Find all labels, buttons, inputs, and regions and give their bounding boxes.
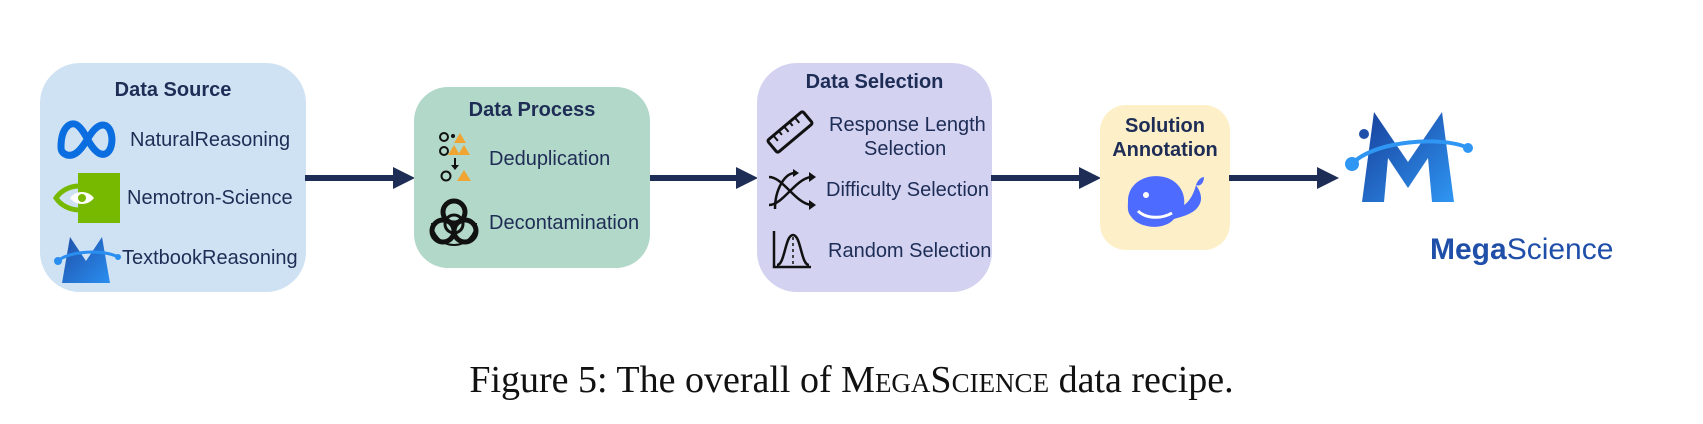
figure-caption: Figure 5: The overall of MegaScience dat…: [0, 358, 1703, 402]
arrow-annotation-to-result: [1229, 167, 1339, 189]
data-process-box: Data Process Deduplication Decontaminati: [414, 87, 650, 268]
brand-part1: Mega: [1430, 233, 1507, 266]
nvidia-logo-icon: [52, 173, 120, 223]
annotation-title-line2: Annotation: [1112, 139, 1218, 161]
solution-annotation-box: Solution Annotation: [1100, 105, 1230, 250]
difficulty-arrows-icon: [768, 169, 816, 210]
caption-suffix: data recipe.: [1049, 359, 1234, 401]
dedup-icon: [439, 132, 471, 182]
selection-item-response-length-2: Selection: [864, 138, 947, 160]
source-item-textbookreasoning: TextbookReasoning: [122, 247, 298, 269]
biohazard-icon: [429, 198, 479, 246]
megascience-wordmark: MegaScience: [1430, 232, 1613, 268]
data-process-title: Data Process: [468, 99, 596, 121]
data-selection-title: Data Selection: [805, 71, 944, 93]
data-source-box: Data Source NaturalReasoning Nemotron-Sc…: [40, 63, 306, 292]
brand-part2: Science: [1506, 233, 1614, 266]
data-selection-box: Data Selection Response Length Selection: [757, 63, 992, 292]
source-item-nemotron: Nemotron-Science: [127, 187, 293, 209]
process-item-decontamination: Decontamination: [489, 212, 640, 234]
arrow-process-to-selection: [650, 167, 758, 189]
selection-item-difficulty: Difficulty Selection: [826, 179, 990, 201]
caption-prefix: Figure 5: The overall of: [469, 359, 842, 401]
ruler-icon: [766, 110, 814, 154]
data-source-title: Data Source: [114, 79, 232, 101]
source-item-naturalreasoning: NaturalReasoning: [130, 129, 291, 151]
selection-item-random: Random Selection: [828, 240, 992, 262]
arrow-selection-to-annotation: [991, 167, 1101, 189]
distribution-icon: [772, 231, 811, 269]
meta-logo-icon: [57, 120, 116, 159]
caption-name: MegaScience: [841, 359, 1050, 401]
whale-icon: [1127, 176, 1204, 227]
megascience-logo-icon: [54, 237, 121, 283]
arrow-source-to-process: [305, 167, 415, 189]
process-item-deduplication: Deduplication: [489, 148, 611, 170]
annotation-title-line1: Solution: [1125, 115, 1205, 137]
selection-item-response-length: Response Length: [829, 114, 986, 136]
megascience-main-logo-icon: [1345, 112, 1473, 202]
